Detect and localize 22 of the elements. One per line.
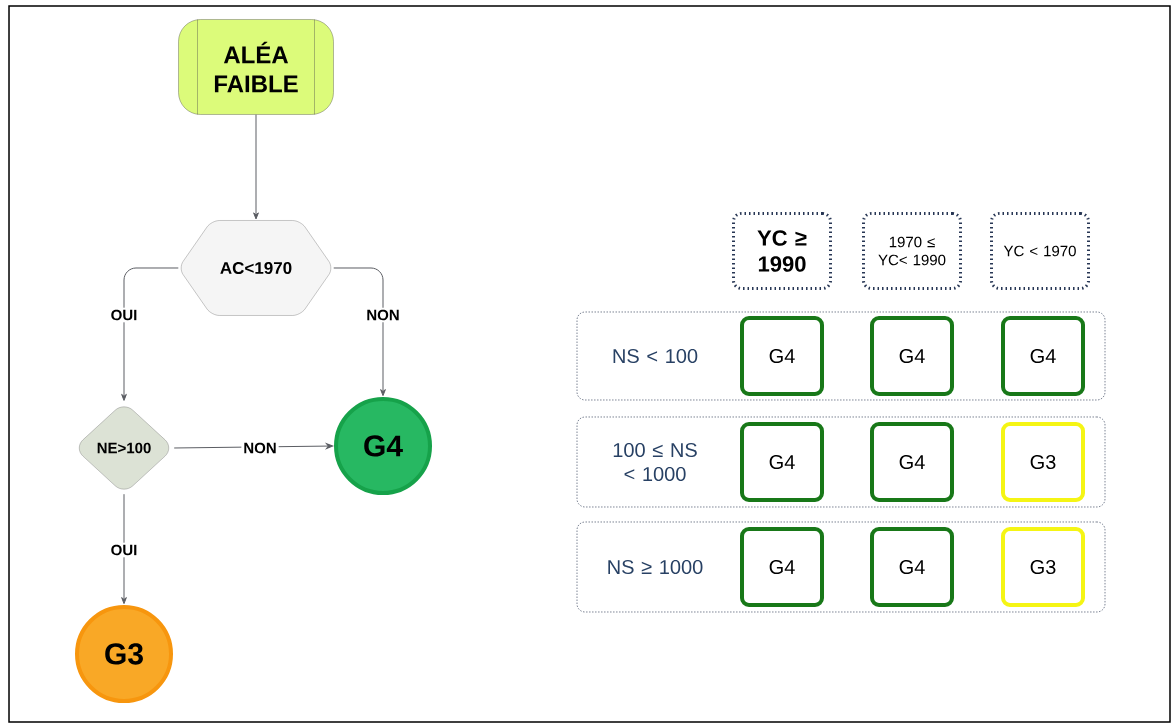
grade-box: G4 [870, 527, 954, 607]
grade-box: G4 [740, 527, 824, 607]
grade-box: G4 [1001, 316, 1085, 396]
column-header-box: YC < 1970 [990, 212, 1090, 290]
start-terminal: ALÉA FAIBLE [178, 19, 334, 115]
edge-label: NON [241, 440, 279, 456]
arrow [333, 267, 386, 397]
edge-label: NON [364, 307, 402, 323]
column-header-box: YC ≥ 1990 [732, 212, 832, 290]
grade-box: G4 [870, 422, 954, 502]
column-header-box: 1970 ≤ YC< 1990 [862, 212, 962, 290]
decision-hexagon: AC<1970 [181, 220, 332, 316]
arrow [253, 114, 259, 220]
arrow [121, 267, 179, 401]
grade-box: G4 [740, 316, 824, 396]
grade-box: G4 [740, 422, 824, 502]
arrow [121, 493, 127, 605]
grade-box: G3 [1001, 422, 1085, 502]
grade-box: G3 [1001, 527, 1085, 607]
edge-label: OUI [108, 542, 140, 558]
edge-label: OUI [108, 307, 140, 323]
grade-box: G4 [870, 316, 954, 396]
